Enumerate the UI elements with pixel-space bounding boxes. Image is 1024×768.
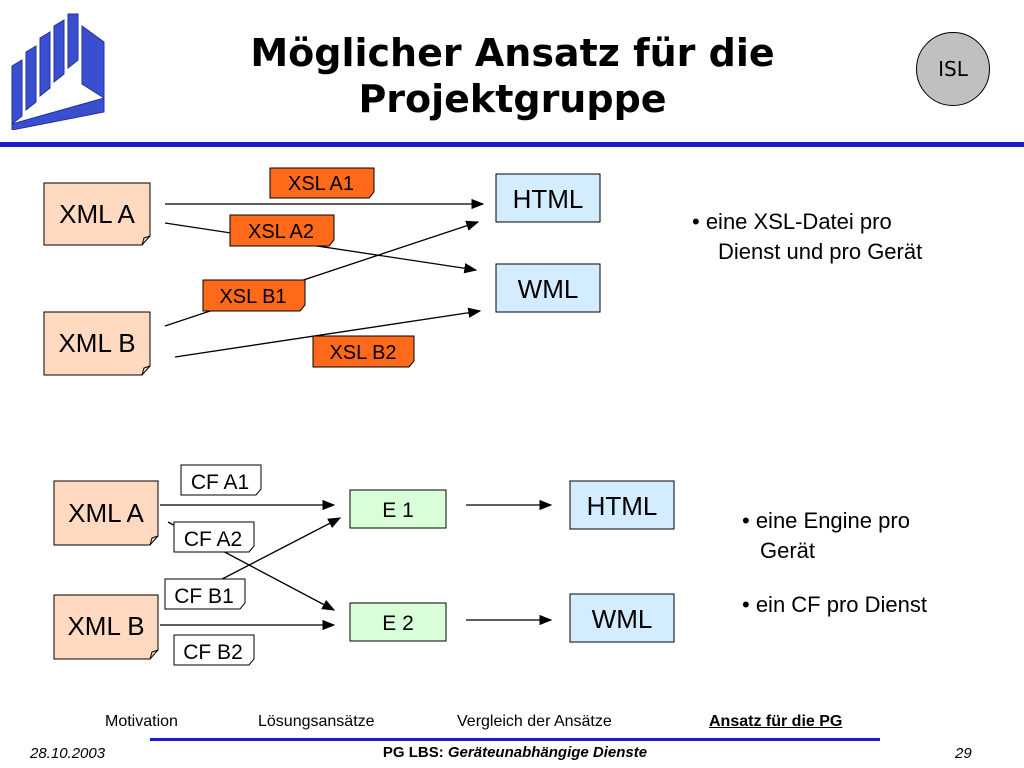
footer-title-italic: Geräteunabhängige Dienste xyxy=(447,744,648,761)
note-bottom-1: • eine Engine pro Gerät xyxy=(742,506,910,566)
footer-divider xyxy=(150,738,880,741)
xml-b-box-top: XML B xyxy=(43,311,151,376)
diagram-canvas: XML A XML B HTML WML XSL A1 XSL A2 XSL B… xyxy=(43,167,675,666)
engine-e2-box: E 2 xyxy=(349,602,447,642)
xsl-a1-label: XSL A1 xyxy=(288,173,354,195)
xml-a-label-top: XML A xyxy=(59,199,135,229)
xml-a-box-top: XML A xyxy=(43,182,151,246)
wml-box-bottom: WML xyxy=(569,593,675,643)
cf-a2-tag: CF A2 xyxy=(173,521,255,553)
wml-box-top: WML xyxy=(495,263,601,313)
html-label-bottom: HTML xyxy=(587,491,658,521)
xml-b-label-top: XML B xyxy=(58,328,135,358)
note-bottom-1-line-1: • eine Engine pro xyxy=(742,508,910,533)
html-box-bottom: HTML xyxy=(569,480,675,530)
footer-title-bold: PG LBS: xyxy=(382,744,444,761)
cf-b1-tag: CF B1 xyxy=(164,578,246,610)
nav-vergleich[interactable]: Vergleich der Ansätze xyxy=(457,713,612,730)
xsl-a2-tag: XSL A2 xyxy=(229,214,335,247)
title-divider xyxy=(0,142,1024,147)
footer-date: 28.10.2003 xyxy=(30,745,106,762)
nav-ansatz-active[interactable]: Ansatz für die PG xyxy=(709,713,843,730)
engine-e1-box: E 1 xyxy=(349,489,447,529)
note-bottom-2: • ein CF pro Dienst xyxy=(742,592,927,617)
wml-label-bottom: WML xyxy=(592,604,653,634)
page-title: Möglicher Ansatz für die Projektgruppe xyxy=(180,30,845,122)
arrow-xml-b-to-wml xyxy=(174,307,482,358)
cf-a1-tag: CF A1 xyxy=(180,464,262,496)
xml-a-box-bottom: XML A xyxy=(53,480,159,546)
xsl-b2-tag: XSL B2 xyxy=(312,335,415,368)
xsl-b2-label: XSL B2 xyxy=(329,342,396,364)
xsl-b1-tag: XSL B1 xyxy=(202,279,306,312)
cf-a1-label: CF A1 xyxy=(191,471,249,494)
note-bottom-1-line-2: Gerät xyxy=(760,538,816,563)
isl-badge: ISL xyxy=(916,32,990,106)
xml-b-box-bottom: XML B xyxy=(53,594,159,660)
engine-e1-label: E 1 xyxy=(382,499,414,522)
html-label-top: HTML xyxy=(513,184,584,214)
page-number: 29 xyxy=(955,745,972,762)
xsl-a2-label: XSL A2 xyxy=(248,221,314,243)
note-top-line-2: Dienst und pro Gerät xyxy=(718,239,923,264)
html-box-top: HTML xyxy=(495,173,601,223)
title-line-2: Projektgruppe xyxy=(358,77,667,121)
cf-b2-label: CF B2 xyxy=(183,641,243,664)
xsl-a1-tag: XSL A1 xyxy=(269,167,375,199)
footer-title: PG LBS: Geräteunabhängige Dienste xyxy=(350,744,680,761)
note-top: • eine XSL-Datei pro Dienst und pro Gerä… xyxy=(692,207,922,267)
nav-loesungsansaetze[interactable]: Lösungsansätze xyxy=(258,713,375,730)
xsl-b1-label: XSL B1 xyxy=(219,286,286,308)
cf-b1-label: CF B1 xyxy=(174,585,234,608)
university-logo xyxy=(11,13,105,130)
nav-motivation[interactable]: Motivation xyxy=(105,713,178,730)
title-line-1: Möglicher Ansatz für die xyxy=(250,31,775,75)
wml-label-top: WML xyxy=(518,274,579,304)
note-top-line-1: • eine XSL-Datei pro xyxy=(692,209,892,234)
xml-a-label-bottom: XML A xyxy=(68,498,144,528)
cf-b2-tag: CF B2 xyxy=(173,634,255,666)
engine-e2-label: E 2 xyxy=(382,612,414,635)
xml-b-label-bottom: XML B xyxy=(67,611,144,641)
cf-a2-label: CF A2 xyxy=(184,528,242,551)
